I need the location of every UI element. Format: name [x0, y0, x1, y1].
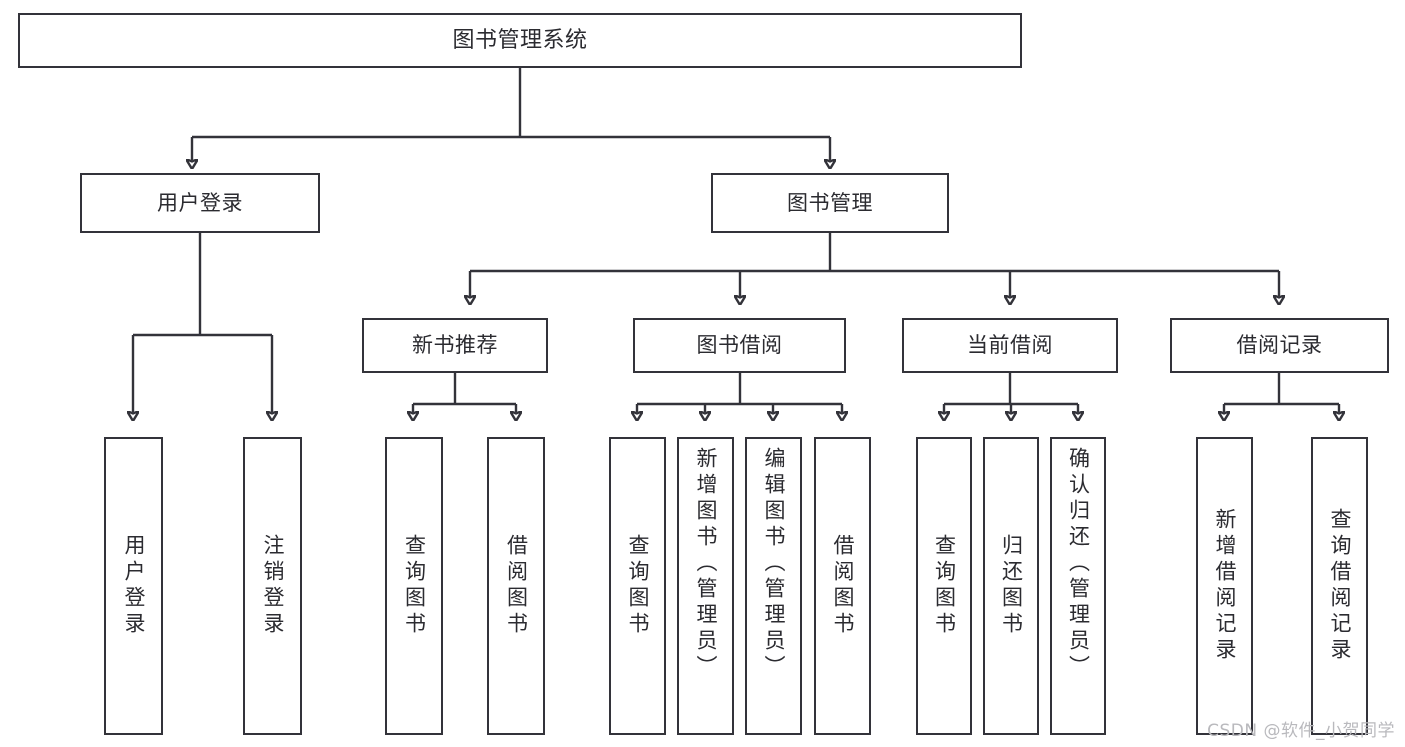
- node-label: 借阅图书: [504, 534, 529, 638]
- leaf-user-login[interactable]: 用户登录: [104, 437, 163, 735]
- watermark-text: CSDN @软件_小贺同学: [1207, 721, 1395, 741]
- node-label: 查询借阅记录: [1328, 508, 1352, 664]
- leaf-query-book-recommend[interactable]: 查询图书: [385, 437, 443, 735]
- leaf-add-book-admin[interactable]: 新增图书（管理员）: [677, 437, 734, 735]
- node-root-system[interactable]: 图书管理系统: [18, 13, 1022, 68]
- node-label: 查询图书: [626, 534, 650, 638]
- node-label: 借阅图书: [831, 534, 855, 638]
- node-label: 归还图书: [999, 534, 1024, 638]
- leaf-borrow-book-recommend[interactable]: 借阅图书: [487, 437, 545, 735]
- node-label: 确认归还（管理员）: [1066, 447, 1091, 681]
- leaf-query-book-current[interactable]: 查询图书: [916, 437, 972, 735]
- node-label: 用户登录: [157, 190, 243, 215]
- node-label: 图书借阅: [696, 333, 783, 358]
- node-borrow-record[interactable]: 借阅记录: [1170, 318, 1389, 373]
- node-label: 新书推荐: [412, 333, 498, 358]
- node-label: 当前借阅: [967, 333, 1053, 358]
- node-current-borrow[interactable]: 当前借阅: [902, 318, 1118, 373]
- leaf-add-borrow-record[interactable]: 新增借阅记录: [1196, 437, 1253, 735]
- leaf-edit-book-admin[interactable]: 编辑图书（管理员）: [745, 437, 802, 735]
- node-book-borrow[interactable]: 图书借阅: [633, 318, 846, 373]
- node-label: 查询图书: [402, 534, 427, 638]
- node-label: 新增图书（管理员）: [694, 447, 718, 681]
- node-label: 编辑图书（管理员）: [762, 447, 786, 681]
- node-new-book-recommend[interactable]: 新书推荐: [362, 318, 548, 373]
- leaf-logout-login[interactable]: 注销登录: [243, 437, 302, 735]
- leaf-query-borrow-record[interactable]: 查询借阅记录: [1311, 437, 1368, 735]
- node-label: 图书管理: [787, 190, 873, 215]
- leaf-return-book[interactable]: 归还图书: [983, 437, 1039, 735]
- node-label: 查询图书: [932, 534, 957, 638]
- leaf-borrow-book[interactable]: 借阅图书: [814, 437, 871, 735]
- leaf-query-book-borrow[interactable]: 查询图书: [609, 437, 666, 735]
- leaf-confirm-return-admin[interactable]: 确认归还（管理员）: [1050, 437, 1106, 735]
- node-label: 借阅记录: [1236, 333, 1323, 358]
- node-label: 图书管理系统: [452, 27, 588, 53]
- node-book-management[interactable]: 图书管理: [711, 173, 949, 233]
- node-user-login[interactable]: 用户登录: [80, 173, 320, 233]
- node-label: 新增借阅记录: [1213, 508, 1237, 664]
- node-label: 注销登录: [261, 534, 285, 638]
- node-label: 用户登录: [122, 534, 146, 638]
